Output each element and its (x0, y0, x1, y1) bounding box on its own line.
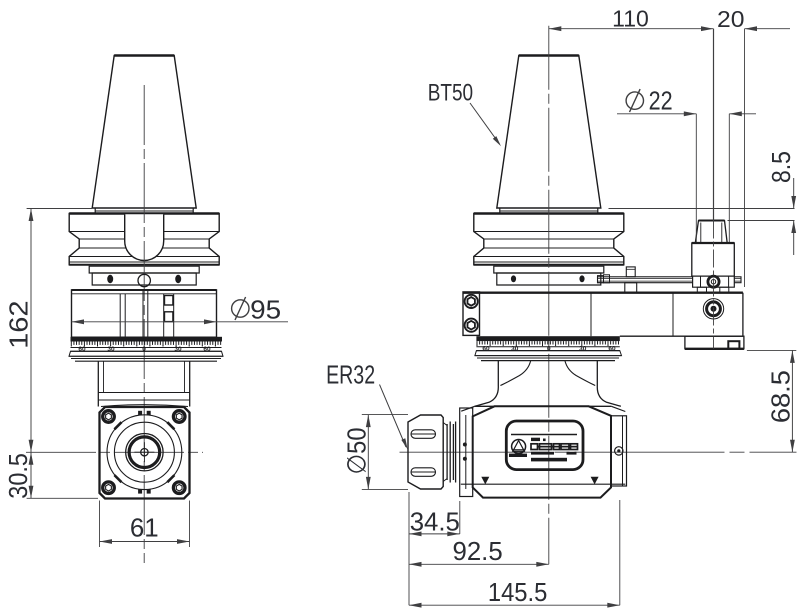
svg-text:0: 0 (142, 346, 146, 353)
svg-text:∅50: ∅50 (342, 428, 372, 475)
svg-text:68.5: 68.5 (766, 370, 796, 423)
svg-text:60: 60 (78, 346, 86, 353)
svg-text:ER32: ER32 (326, 360, 375, 390)
svg-text:8.5: 8.5 (766, 151, 796, 183)
svg-text:60: 60 (203, 346, 211, 353)
svg-text:61: 61 (130, 513, 159, 543)
svg-text:30: 30 (579, 346, 587, 353)
svg-text:92.5: 92.5 (453, 536, 503, 566)
svg-text:30: 30 (107, 346, 115, 353)
svg-text:0: 0 (547, 346, 551, 353)
svg-text:30: 30 (174, 346, 182, 353)
svg-text:95: 95 (250, 294, 281, 324)
svg-text:30.5: 30.5 (3, 453, 33, 499)
svg-text:34.5: 34.5 (410, 507, 460, 537)
svg-text:110: 110 (612, 5, 649, 31)
svg-text:30: 30 (511, 346, 519, 353)
svg-text:22: 22 (649, 86, 673, 116)
svg-text:60: 60 (608, 346, 616, 353)
svg-text:BT50: BT50 (428, 80, 473, 107)
svg-text:20: 20 (717, 6, 745, 32)
svg-text:162: 162 (3, 300, 33, 349)
svg-text:145.5: 145.5 (488, 577, 548, 607)
svg-text:60: 60 (482, 346, 490, 353)
